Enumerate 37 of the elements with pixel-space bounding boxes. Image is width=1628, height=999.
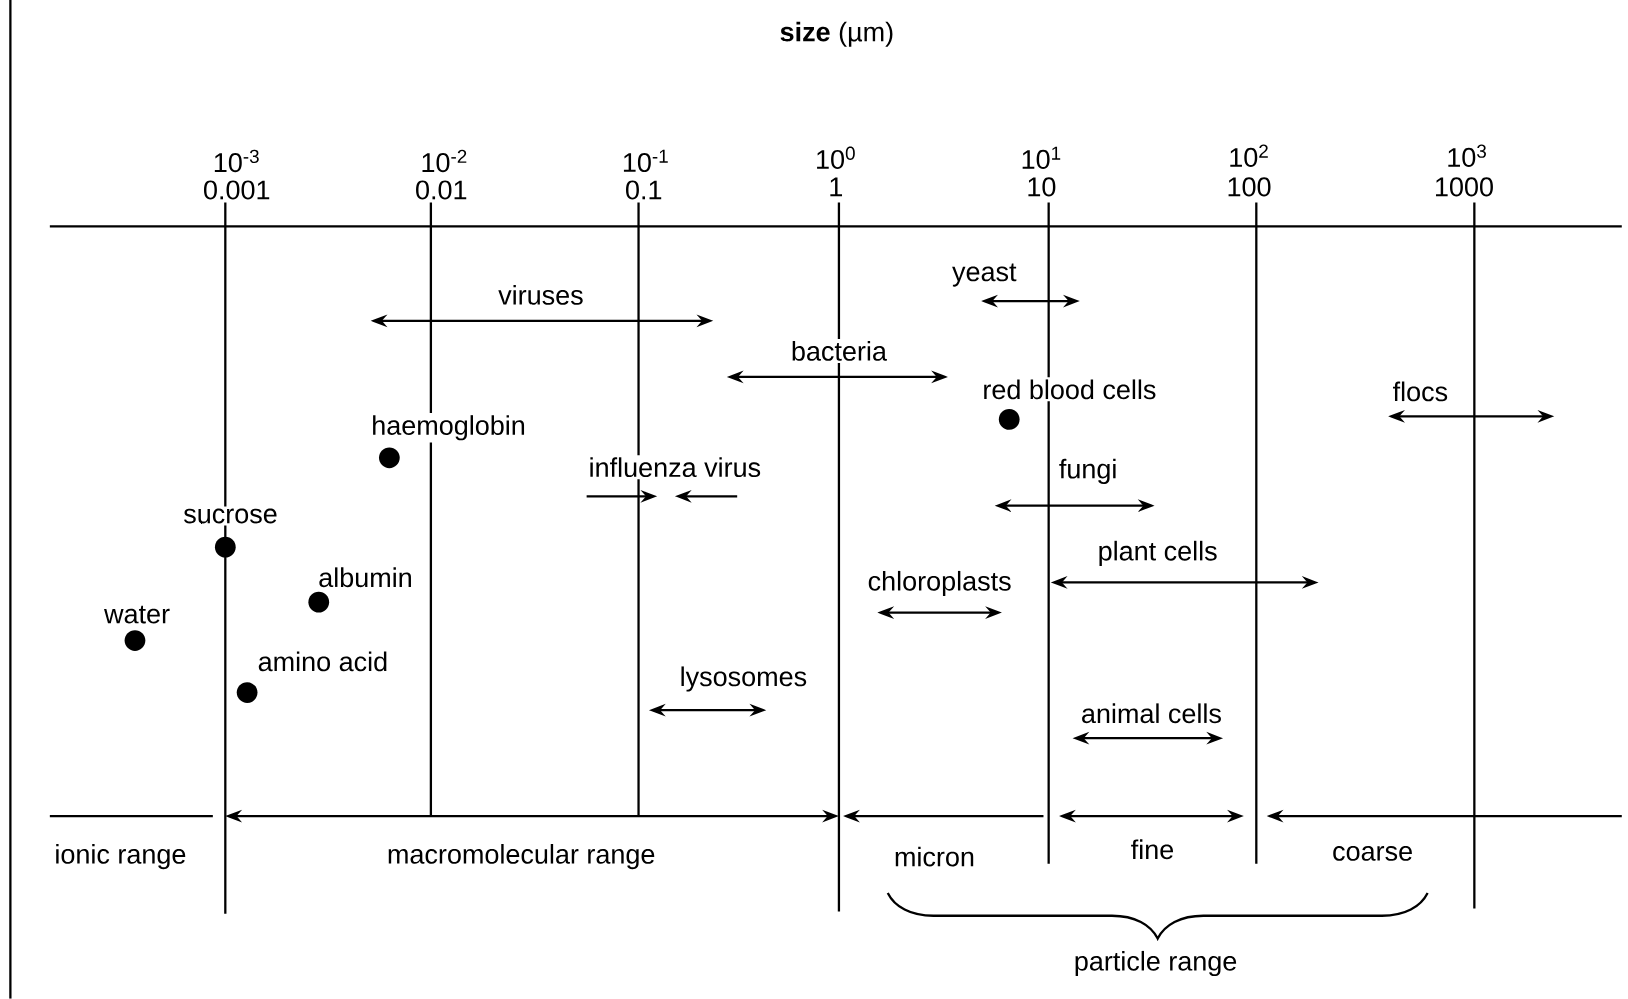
- tick-label: 0.01: [412, 178, 470, 202]
- tick-label: 1000: [1431, 175, 1497, 199]
- tick-label: 10: [1024, 175, 1059, 199]
- range-label: fine: [1128, 837, 1177, 862]
- tick-label: 100: [1224, 175, 1274, 199]
- tick-label: 0.1: [622, 178, 665, 202]
- item-label: fungi: [1056, 456, 1120, 487]
- range-label: macromolecular range: [384, 842, 658, 872]
- range-label: ionic range: [52, 842, 189, 872]
- tick-label: 10$^{2}$: [1226, 142, 1272, 170]
- item-label: water: [102, 603, 173, 626]
- item-label: viruses: [496, 282, 586, 307]
- item-label: albumin: [316, 565, 415, 590]
- item-label: yeast: [949, 261, 1019, 289]
- item-label: plant cells: [1095, 538, 1220, 569]
- tick-label: 1: [826, 175, 846, 199]
- item-label: lysosomes: [677, 664, 810, 694]
- tick-label: 10$^{-1}$: [619, 147, 672, 175]
- tick-label: 10$^{-3}$: [210, 147, 263, 175]
- range-label: coarse: [1330, 844, 1416, 863]
- item-label: red blood cells: [980, 377, 1159, 402]
- range-label: micron: [891, 844, 977, 869]
- item-label: chloroplasts: [865, 568, 1014, 599]
- tick-label: 10$^{3}$: [1444, 142, 1490, 170]
- item-label: sucrose: [181, 506, 280, 526]
- tick-label: 10$^{0}$: [812, 144, 859, 172]
- item-label: bacteria: [788, 339, 890, 363]
- title: size (µm): [780, 21, 893, 47]
- range-label: particle range: [1071, 948, 1240, 979]
- tick-label: 0.001: [200, 178, 273, 202]
- item-label: animal cells: [1078, 701, 1225, 726]
- item-label: haemoglobin: [369, 413, 528, 443]
- item-label: flocs: [1390, 379, 1451, 404]
- item-label: amino acid: [255, 649, 391, 674]
- item-label: influenza virus: [586, 455, 764, 480]
- tick-label: 10$^{1}$: [1018, 144, 1065, 172]
- tick-label: 10$^{-2}$: [418, 147, 471, 175]
